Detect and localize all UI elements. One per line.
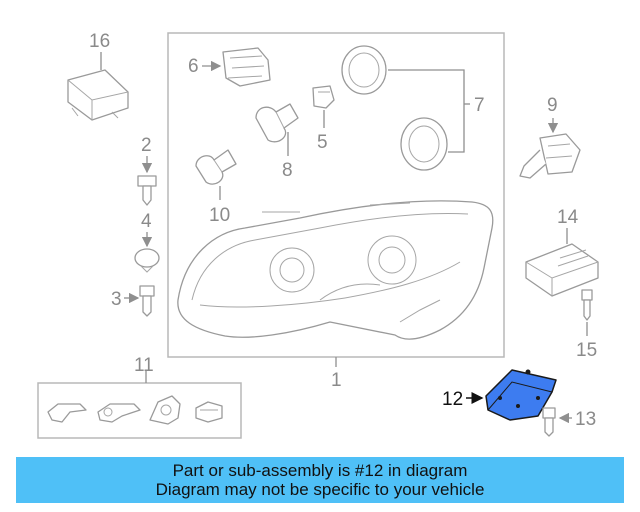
callout-5: 5 bbox=[317, 132, 328, 153]
callout-15: 15 bbox=[576, 340, 597, 361]
part-8-bulb bbox=[255, 103, 299, 143]
callout-14: 14 bbox=[557, 207, 579, 228]
part-13-screw bbox=[542, 407, 556, 437]
callout-9: 9 bbox=[547, 95, 558, 116]
part-15-screw bbox=[581, 289, 593, 321]
kit-box bbox=[37, 382, 242, 439]
part-5-socket bbox=[312, 85, 335, 109]
callout-3: 3 bbox=[111, 289, 122, 310]
callout-8: 8 bbox=[282, 160, 293, 181]
part-12-highlighted-bracket bbox=[485, 369, 557, 421]
callout-16: 16 bbox=[89, 31, 110, 52]
part-14-module bbox=[525, 243, 599, 297]
info-banner: Part or sub-assembly is #12 in diagram D… bbox=[16, 457, 624, 503]
banner-line-1: Part or sub-assembly is #12 in diagram bbox=[172, 461, 468, 480]
part-11-kit-items bbox=[47, 395, 223, 425]
callout-1: 1 bbox=[331, 370, 342, 391]
callout-7: 7 bbox=[474, 95, 485, 116]
part-2-screw bbox=[137, 175, 157, 206]
callout-2: 2 bbox=[141, 135, 152, 156]
part-3-bolt bbox=[139, 285, 155, 317]
part-7-seal-lower bbox=[400, 117, 448, 171]
callout-12: 12 bbox=[442, 389, 463, 410]
callout-4: 4 bbox=[141, 211, 152, 232]
parts-diagram: 1 6 7 5 8 10 16 2 bbox=[37, 31, 599, 439]
callout-6: 6 bbox=[188, 56, 199, 77]
part-6-connector bbox=[222, 47, 271, 87]
leader-7 bbox=[388, 69, 465, 153]
part-4-clip bbox=[134, 248, 160, 273]
part-10-bulb bbox=[195, 149, 237, 185]
callout-13: 13 bbox=[575, 409, 596, 430]
banner-line-2: Diagram may not be specific to your vehi… bbox=[155, 480, 485, 499]
part-9-bulb bbox=[519, 133, 581, 179]
callout-10: 10 bbox=[209, 205, 230, 226]
part-16-control-module bbox=[67, 69, 129, 121]
headlamp-assembly bbox=[177, 200, 494, 340]
part-7-seal-upper bbox=[341, 45, 387, 95]
callout-11: 11 bbox=[134, 355, 154, 376]
